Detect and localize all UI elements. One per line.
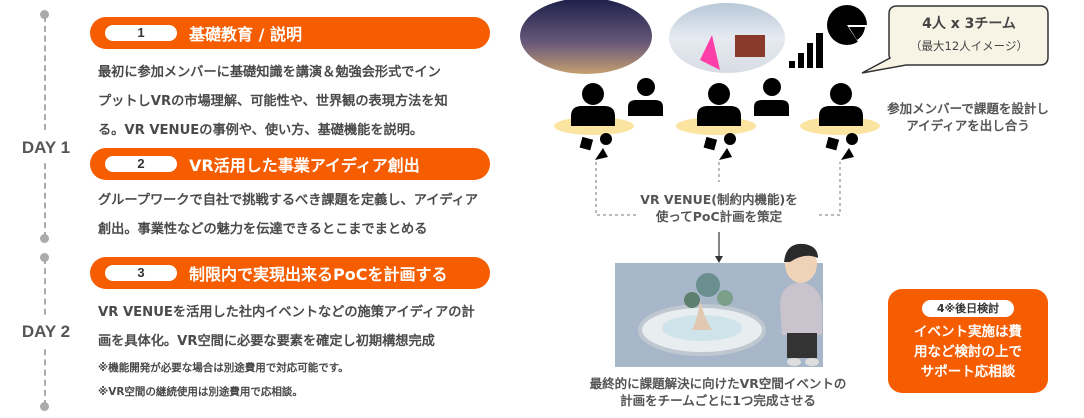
person-icon xyxy=(819,83,863,126)
vr-scene-night-city-image xyxy=(520,0,652,74)
day2-label: DAY 2 xyxy=(14,318,78,346)
step2-description: グループワークで自社で挑戦するべき課題を定義し、アイディア 創出。事業性などの魅… xyxy=(98,186,493,244)
person-icon xyxy=(754,78,789,116)
step1-description: 最初に参加メンバーに基礎知識を講演＆勉強会形式でイン プットしVRの市場理解、可… xyxy=(98,58,493,145)
timeline-dot xyxy=(40,402,49,411)
step-number: 1 xyxy=(105,25,177,41)
step3-description: VR VENUEを活用した社内イベントなどの施策アイディアの計 画を具体化。VR… xyxy=(98,298,493,356)
bar-chart-icon xyxy=(789,33,823,68)
text-line: 計画をチームごとに1つ完成させる xyxy=(620,393,816,408)
text-line: VR VENUE(制約内機能)を xyxy=(640,192,798,207)
bubble-title: 4人 x 3チーム xyxy=(922,16,1016,32)
text-line: 参加メンバーで課題を設計し xyxy=(887,101,1049,116)
step1-header: 1 基礎教育 / 説明 xyxy=(90,17,490,49)
step-title: VR活用した事業アイディア創出 xyxy=(189,156,420,175)
text-line: 用など検討の上で xyxy=(914,344,1022,360)
poc-caption: VR VENUE(制約内機能)を 使ってPoC計画を策定 xyxy=(628,191,810,225)
step-title: 制限内で実現出来るPoCを計画する xyxy=(189,265,448,284)
final-caption: 最終的に課題解決に向けたVR空間イベントの 計画をチームごとに1つ完成させる xyxy=(578,375,858,409)
text-line: 最終的に課題解決に向けたVR空間イベントの xyxy=(589,376,847,391)
timeline-dot xyxy=(40,253,49,262)
bubble-subtitle: （最大12人イメージ） xyxy=(910,39,1028,53)
step4-badge: 4※後日検討 xyxy=(922,300,1014,317)
shapes-icon xyxy=(703,133,736,160)
note-line: ※機能開発が必要な場合は別途費用で対応可能です。 xyxy=(98,362,349,374)
shapes-icon xyxy=(579,133,612,160)
step-number: 2 xyxy=(105,156,177,172)
person-icon xyxy=(628,78,663,116)
person-icon xyxy=(697,83,741,126)
avatar-illustration xyxy=(780,243,822,366)
note-line: ※VR空間の継続使用は別途費用で応相談。 xyxy=(98,386,303,398)
timeline-day1-line xyxy=(44,16,46,238)
timeline-dot xyxy=(40,10,49,19)
step-number: 3 xyxy=(105,265,177,281)
step2-header: 2 VR活用した事業アイディア創出 xyxy=(90,148,490,180)
text-line: イベント実施は費 xyxy=(914,324,1022,340)
shapes-icon xyxy=(825,133,858,160)
text-line: サポート応相談 xyxy=(920,364,1016,380)
speech-bubble xyxy=(861,5,1049,74)
timeline-dot xyxy=(40,234,49,243)
step4-text: イベント実施は費 用など検討の上で サポート応相談 xyxy=(888,322,1048,382)
members-caption: 参加メンバーで課題を設計し アイディアを出し合う xyxy=(872,100,1064,134)
text-line: VR VENUEを活用した社内イベントなどの施策アイディアの計 xyxy=(98,305,475,320)
text-line: 創出。事業性などの魅力を伝達できるとこまでまとめる xyxy=(98,222,428,237)
step-title: 基礎教育 / 説明 xyxy=(189,25,302,44)
connector-lines xyxy=(595,162,841,216)
step3-header: 3 制限内で実現出来るPoCを計画する xyxy=(90,257,490,289)
text-line: 使ってPoC計画を策定 xyxy=(655,209,783,224)
text-line: アイディアを出し合う xyxy=(906,118,1030,133)
text-line: プットしVRの市場理解、可能性や、世界観の表現方法を知 xyxy=(98,94,448,109)
text-line: 画を具体化。VR空間に必要な要素を確定し初期構想完成 xyxy=(98,334,435,349)
text-line: グループワークで自社で挑戦するべき課題を定義し、アイディア xyxy=(98,193,479,208)
pie-chart-icon xyxy=(827,5,868,45)
text-line: る。VR VENUEの事例や、使い方、基礎機能を説明。 xyxy=(98,123,424,138)
vr-scene-town-image xyxy=(669,3,785,73)
day1-label: DAY 1 xyxy=(14,134,78,162)
person-icon xyxy=(571,83,615,126)
text-line: 最初に参加メンバーに基礎知識を講演＆勉強会形式でイン xyxy=(98,65,441,80)
